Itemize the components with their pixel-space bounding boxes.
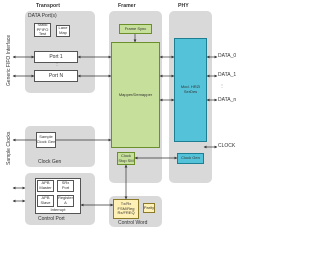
data-ports-title: DATA Port(s) bbox=[28, 13, 57, 19]
port-n-label: Port N bbox=[48, 73, 64, 79]
parity-label: Parity bbox=[143, 204, 155, 210]
apb-slave-label: APB Slave bbox=[40, 195, 51, 205]
transport-header: Transport bbox=[36, 3, 60, 9]
framer-header: Framer bbox=[118, 3, 136, 9]
clock-label: CLOCK bbox=[218, 143, 236, 149]
apb-master-block: APB Master bbox=[37, 180, 54, 192]
data-1-label: DATA_1 bbox=[218, 72, 237, 78]
phy-header: PHY bbox=[178, 3, 189, 9]
clock-stop-block: Clock Stop SM bbox=[117, 152, 135, 165]
phy-mod-serdes-block: Mod. HRZI SerDes bbox=[174, 38, 207, 142]
frame-sync-block: Frame Sync bbox=[119, 24, 152, 34]
control-fsm-label: Tx/Rx FSM/Reg Rx/FREQ bbox=[117, 201, 135, 216]
frame-sync-label: Frame Sync bbox=[124, 25, 147, 31]
lane-map-block: Lane Map bbox=[56, 25, 70, 37]
data-0-label: DATA_0 bbox=[218, 53, 237, 59]
static-fifo-test-label: Static PFIFO Test bbox=[36, 22, 49, 37]
srx-port-block: SRx Port bbox=[57, 180, 74, 192]
phy-clock-gen-label: Clock Gen bbox=[181, 155, 200, 161]
control-word-title: Control Word bbox=[118, 220, 148, 226]
port-1-label: Port 1 bbox=[49, 54, 63, 60]
register-a-label: Register A bbox=[58, 195, 73, 205]
sample-clock-gen-block: Sample Clock Gen bbox=[36, 132, 56, 148]
clock-gen-title: Clock Gen bbox=[38, 159, 62, 165]
connection-arrows bbox=[12, 34, 218, 207]
apb-slave-block: APB Slave bbox=[37, 195, 54, 207]
parity-block: Parity bbox=[143, 203, 155, 213]
srx-port-label: SRx Port bbox=[61, 180, 70, 190]
apb-master-label: APB Master bbox=[39, 180, 52, 190]
static-fifo-test-block: Static PFIFO Test bbox=[34, 22, 51, 37]
phy-clock-gen-block: Clock Gen bbox=[177, 153, 204, 164]
lane-map-label: Lane Map bbox=[58, 25, 68, 35]
interrupt-label: Interrupt bbox=[50, 207, 66, 212]
mapper-demapper-label: Mapper/Demapper bbox=[118, 91, 153, 97]
phy-mod-serdes-label: Mod. HRZI SerDes bbox=[180, 84, 201, 94]
ellipsis-data: ⋮ bbox=[220, 83, 224, 88]
register-a-block: Register A bbox=[57, 195, 74, 207]
port-n-block: Port N bbox=[34, 70, 78, 82]
clock-stop-label: Clock Stop SM bbox=[118, 152, 134, 163]
port-1-block: Port 1 bbox=[34, 51, 78, 63]
sample-clock-gen-label: Sample Clock Gen bbox=[36, 134, 56, 144]
mapper-demapper-block: Mapper/Demapper bbox=[111, 42, 160, 148]
ellipsis-ports: ⋮ bbox=[55, 61, 59, 66]
data-n-label: DATA_n bbox=[218, 97, 237, 103]
control-fsm-block: Tx/Rx FSM/Reg Rx/FREQ bbox=[113, 199, 139, 219]
control-port-title: Control Port bbox=[38, 216, 65, 222]
